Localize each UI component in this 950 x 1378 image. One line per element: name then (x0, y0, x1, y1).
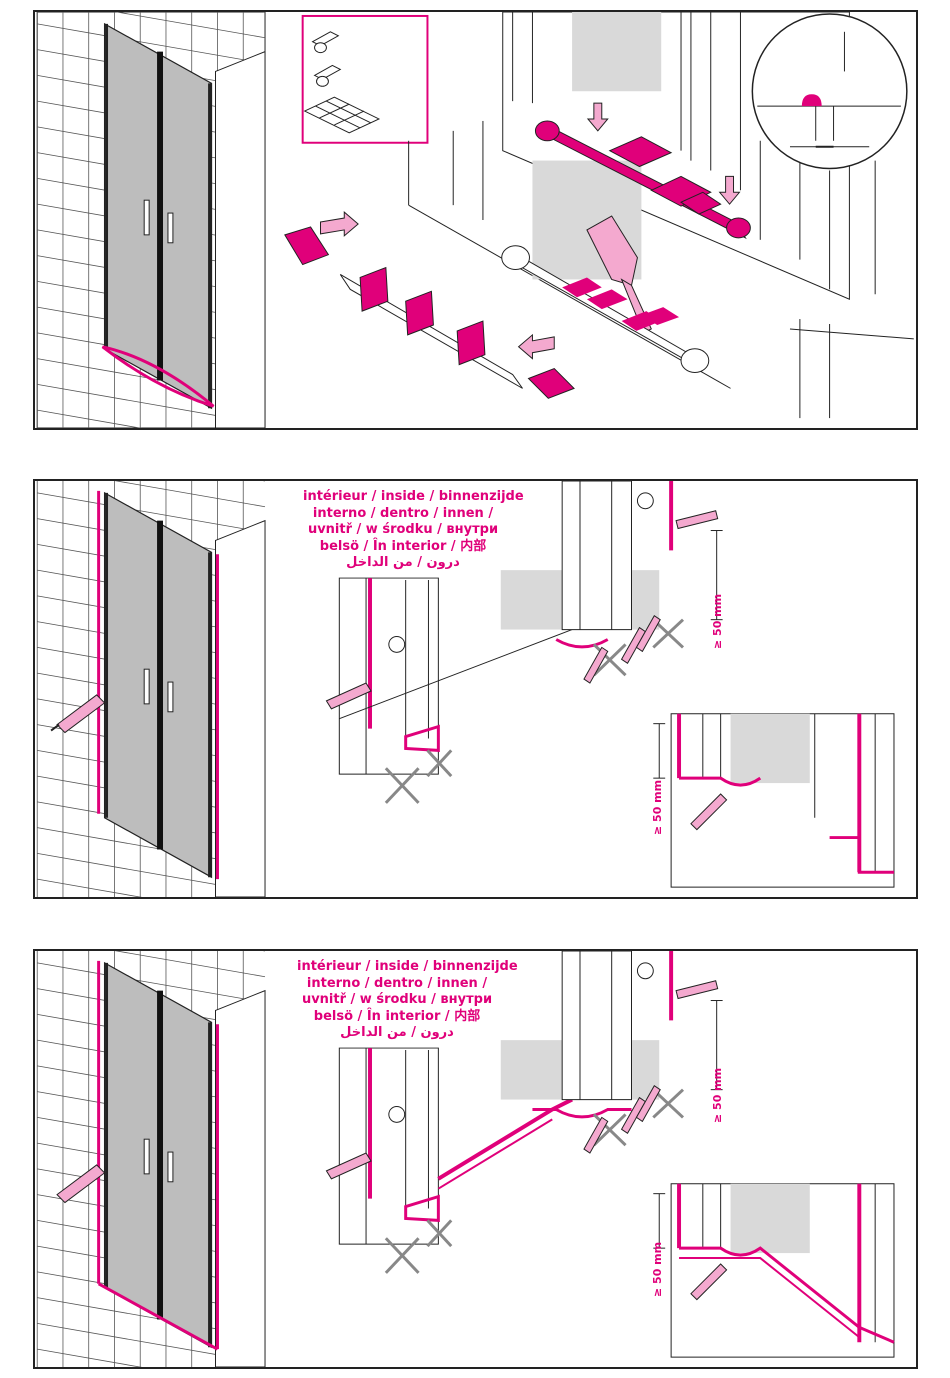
inside-label: intérieur / inside / binnenzijde interno… (303, 489, 503, 572)
sealant-gun-icon (51, 695, 104, 733)
tile-line (37, 481, 265, 507)
parts-box (303, 16, 428, 143)
shower-door (99, 961, 218, 1349)
profile-detail-right (653, 1184, 894, 1357)
shower-door (99, 491, 218, 879)
inside-label-line: درون / من الداخل (297, 1025, 497, 1042)
inside-label-line: belsö / În interior / 内部 (297, 1009, 497, 1026)
inside-label-line: intérieur / inside / binnenzijde (297, 959, 497, 976)
wall-corner (216, 991, 266, 1367)
dimension-label: ≥ 50 mm (651, 780, 664, 835)
dimension-label: ≥ 50 mm (711, 1068, 724, 1123)
inside-label-line: uvnitř / w środku / внутри (297, 992, 497, 1009)
panel-seal-assembly (33, 10, 918, 430)
panel-floor-sealing: intérieur / inside / binnenzijde interno… (33, 949, 918, 1369)
inside-label-line: intérieur / inside / binnenzijde (303, 489, 503, 506)
assembly-illustration (35, 12, 916, 428)
inside-label-line: درون / من الداخل (303, 555, 503, 572)
detail-magnifier (752, 14, 907, 169)
inside-label-line: interno / dentro / innen / (297, 976, 497, 993)
inside-label-line: belsö / În interior / 内部 (303, 539, 503, 556)
exploded-parts (285, 212, 574, 398)
profile-detail-center (501, 481, 723, 647)
inside-label-line: uvnitř / w środku / внутри (303, 522, 503, 539)
dimension-label: ≥ 50 mm (651, 1242, 664, 1297)
tile-line (37, 951, 265, 977)
wall-corner (216, 521, 266, 897)
profile-detail-center (501, 951, 723, 1117)
panel-wall-sealing: intérieur / inside / binnenzijde interno… (33, 479, 918, 899)
shower-door (103, 24, 214, 408)
profile-detail-right (653, 714, 894, 887)
wall-corner (216, 52, 266, 428)
dimension-label: ≥ 50 mm (711, 594, 724, 649)
inside-label: intérieur / inside / binnenzijde interno… (297, 959, 497, 1042)
inside-label-line: interno / dentro / innen / (303, 506, 503, 523)
